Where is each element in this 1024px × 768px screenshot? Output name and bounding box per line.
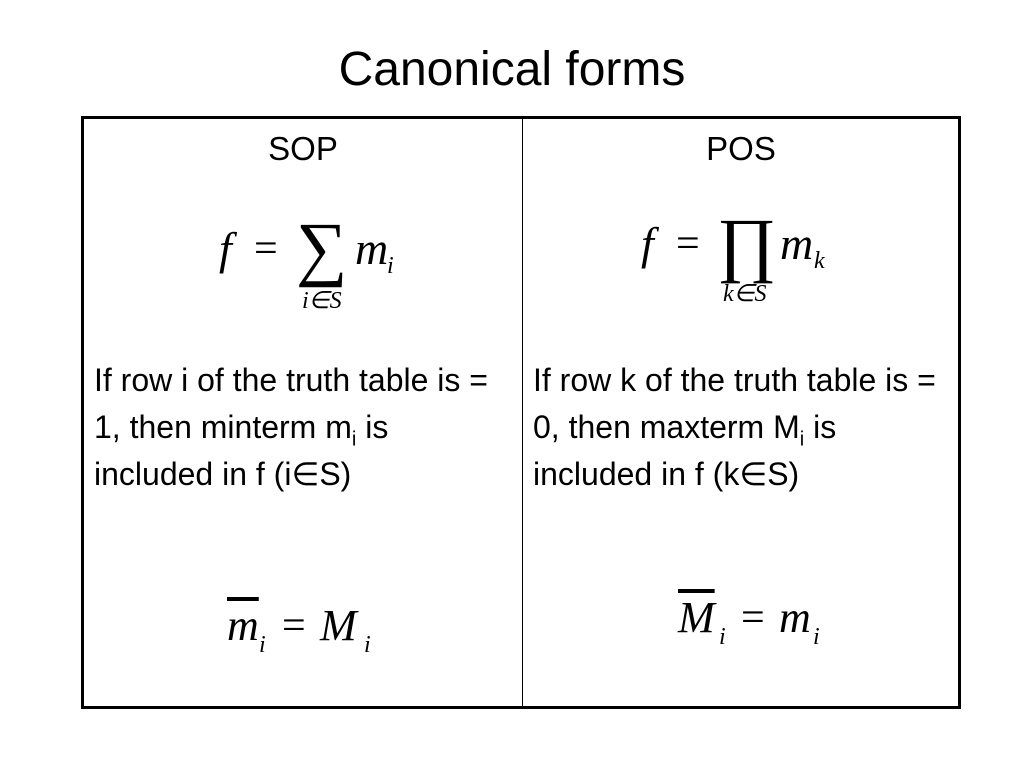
pos-product-operator: ∏ [717,204,777,284]
pos-identity-lhs-sub: i [719,624,726,650]
sop-column: SOP f = ∑ m i i∈S If row i of the truth … [84,119,522,706]
pos-formula-term: m [780,218,814,269]
canonical-forms-table: SOP f = ∑ m i i∈S If row i of the truth … [81,116,961,709]
sop-formula-index: i∈S [302,288,342,314]
sop-formula-lhs: f [219,223,232,274]
sop-description: If row i of the truth table is = 1, then… [94,362,488,492]
pos-formula-lhs: f [641,218,654,269]
pos-formula-term-sub: k [814,248,825,274]
pos-formula-equals: = [676,221,700,267]
sop-identity-lhs: m [227,601,259,650]
element-of-symbol: ∈ [291,456,320,492]
slide-title: Canonical forms [338,43,686,96]
sop-formula-term-sub: i [387,253,394,279]
sop-identity-rhs-sub: i [364,632,371,658]
element-of-symbol: ∈ [739,456,768,492]
pos-identity-equals: = [741,595,765,641]
pos-column: POS f = ∏ m k k∈S If row k of the truth … [522,119,959,706]
sop-identity-equals: = [282,603,306,649]
sop-sum-operator: ∑ [296,208,348,288]
sop-formula-equals: = [254,226,278,272]
pos-identity-rhs: m [779,593,811,642]
pos-heading: POS [706,130,776,167]
pos-description: If row k of the truth table is = 0, then… [533,362,936,492]
sop-formula-term: m [355,223,389,274]
sop-heading: SOP [268,130,338,167]
sop-identity-lhs-sub: i [259,632,266,658]
sop-identity-rhs: M [320,601,357,650]
pos-identity-lhs: M [678,593,715,642]
pos-formula-index: k∈S [723,281,767,307]
pos-identity-rhs-sub: i [813,624,820,650]
